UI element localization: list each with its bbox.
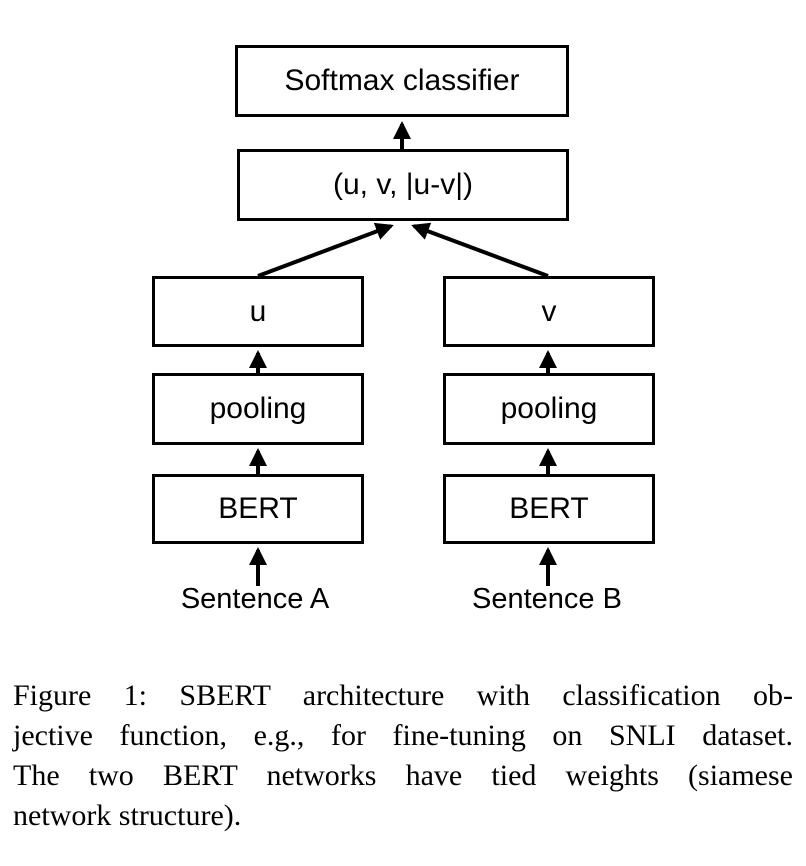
sentence-b-label: Sentence B (472, 583, 622, 615)
caption-line-3: The two BERT networks have tied weights … (13, 759, 793, 792)
u-embedding-label: u (249, 294, 267, 328)
caption-line-4: network structure). (13, 799, 242, 832)
concat-vector-box: (u, v, |u-v|) (237, 149, 569, 221)
v-embedding-box: v (443, 276, 655, 347)
pooling-a-box: pooling (152, 373, 364, 445)
arrow-u-to-concat (257, 222, 394, 278)
figure-caption: Figure 1: SBERT architecture with classi… (13, 676, 793, 836)
pooling-a-label: pooling (209, 392, 307, 425)
bert-b-box: BERT (443, 474, 655, 544)
bert-b-label: BERT (509, 492, 589, 525)
softmax-classifier-label: Softmax classifier (284, 64, 520, 97)
caption-line-2: jective function, e.g., for fine-tuning … (13, 719, 793, 752)
sentence-a-label: Sentence A (180, 583, 330, 615)
arrow-v-to-concat (411, 222, 549, 278)
pooling-b-label: pooling (500, 392, 598, 425)
concat-vector-label: (u, v, |u-v|) (332, 168, 474, 201)
bert-a-label: BERT (218, 492, 298, 525)
softmax-classifier-box: Softmax classifier (235, 45, 569, 117)
bert-a-box: BERT (152, 474, 364, 544)
caption-line-1: Figure 1: SBERT architecture with classi… (13, 679, 793, 712)
u-embedding-box: u (152, 276, 364, 347)
pooling-b-box: pooling (443, 373, 655, 445)
v-embedding-label: v (541, 294, 557, 328)
